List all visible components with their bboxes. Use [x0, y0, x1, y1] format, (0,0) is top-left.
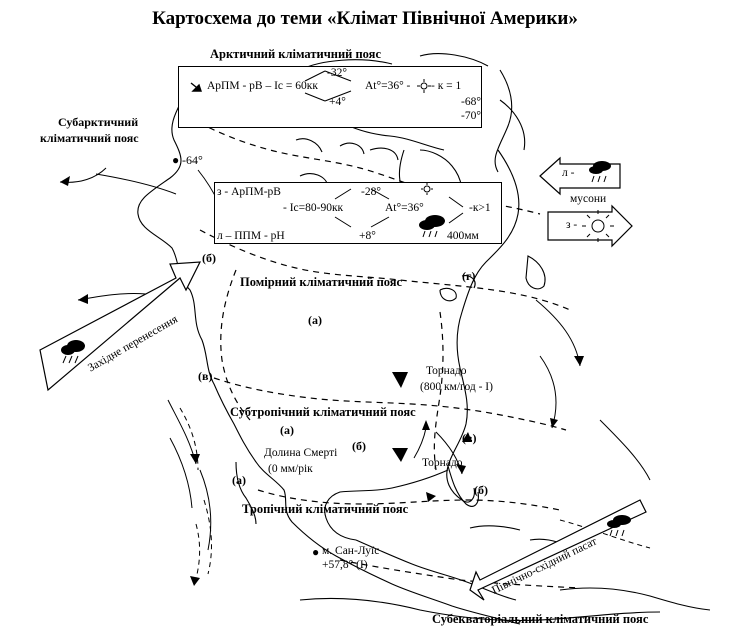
coastline-west — [137, 99, 521, 625]
rain-cloud-icon — [589, 161, 611, 183]
region-v-east: (в) — [462, 431, 477, 445]
belt-subarctic-1: Субарктичний — [58, 115, 139, 129]
current-10 — [599, 419, 651, 481]
region-a-tropical: (а) — [232, 473, 246, 487]
caribbean-south — [559, 587, 711, 611]
arctic-temp-high: -32° — [327, 67, 347, 79]
temperate-summer: л – ППМ - рН — [217, 230, 285, 242]
region-a-temperate: (а) — [308, 313, 322, 327]
westerlies-arrow — [39, 261, 202, 392]
boundary-tropical — [339, 559, 581, 589]
region-a-subtropical: (а) — [280, 423, 294, 437]
belt-arctic: Арктичний кліматичний пояс — [210, 47, 381, 61]
newfoundland — [525, 255, 546, 290]
tornado-speed: (800 км/год - І) — [420, 381, 493, 393]
region-b-east: (б) — [474, 483, 488, 497]
greenland — [494, 69, 513, 173]
monsoon-summer-label: л - — [562, 167, 575, 179]
region-divider-1 — [220, 269, 251, 421]
storm-cloud-icon — [61, 340, 85, 364]
dashed-current-3 — [193, 523, 201, 587]
temperate-precip: 400мм — [447, 230, 479, 242]
current-8 — [169, 437, 193, 509]
south-america — [299, 597, 661, 622]
belt-subequatorial: Субекваторіальний кліматичний пояс — [432, 612, 649, 626]
caribbean-islands — [469, 525, 567, 547]
tornado-icon — [392, 372, 408, 388]
arctic-info-box: АрПМ - рВ – Іс = 60кк -32° +4° Аt°=36° -… — [178, 66, 482, 128]
tornado-label-2: Торнадо — [422, 457, 463, 469]
arrowhead-4 — [574, 356, 584, 366]
tornado-label-1: Торнадо — [426, 365, 467, 377]
boundary-subarctic — [199, 229, 571, 311]
central-america — [355, 539, 517, 601]
temperate-amplitude: Аt°=36° — [385, 202, 424, 214]
great-lakes — [439, 275, 476, 302]
arctic-amplitude: Аt°=36° - — [365, 80, 411, 92]
current-1 — [95, 173, 177, 195]
boundary-subtropical — [257, 489, 561, 511]
current-9 — [199, 469, 212, 551]
temperate-temp-high: -28° — [361, 186, 381, 198]
gulf-coast — [324, 469, 449, 541]
arrowhead-10 — [426, 492, 436, 502]
monsoons-label: мусони — [570, 193, 607, 205]
arrowhead-8 — [456, 464, 466, 474]
tornado-arrow — [413, 427, 427, 459]
region-b-subtropical: (б) — [352, 439, 366, 453]
trade-storm-icon — [607, 515, 631, 537]
temperate-ic: - Іс=80-90кк — [283, 202, 344, 214]
arctic-islands — [295, 53, 526, 187]
arctic-t3: -70° — [461, 110, 481, 122]
temperate-k: -к>1 — [469, 202, 491, 214]
sun-icon — [582, 210, 614, 242]
region-divider-2 — [433, 311, 444, 471]
temperate-winter: з - АрПМ-рВ — [217, 186, 281, 198]
death-valley-precip: (0 мм/рік — [268, 463, 313, 475]
tornado-icon-2 — [392, 448, 408, 462]
monsoon-winter-arrow — [547, 204, 633, 248]
region-v-west: (в) — [198, 369, 213, 383]
arrowhead-7 — [190, 576, 200, 586]
belt-subtropical: Субтропічний кліматичний пояс — [230, 405, 416, 419]
belt-temperate: Помірний кліматичний пояс — [240, 275, 403, 289]
dashed-current-2 — [203, 499, 212, 575]
cold-pole-temp: -64° — [182, 153, 203, 167]
san-luis-label: м. Сан-Луїс — [322, 545, 380, 557]
san-luis-point: ● — [312, 545, 320, 559]
temperate-temp-low: +8° — [359, 230, 376, 242]
florida — [447, 465, 479, 507]
coastline-east — [446, 149, 520, 503]
region-b-west: (б) — [202, 251, 216, 265]
arrowhead-9 — [462, 432, 472, 442]
temperate-info-box: з - АрПМ-рВ л – ППМ - рН - Іс=80-90кк -2… — [214, 182, 502, 244]
arctic-formula: АрПМ - рВ – Іс = 60кк — [207, 80, 318, 92]
arctic-temp-low: +4° — [329, 96, 346, 108]
arrowhead-6 — [190, 454, 200, 464]
arctic-k: - к = 1 — [431, 80, 462, 92]
death-valley-label: Долина Смерті — [264, 447, 338, 459]
belt-tropical: Тропічний кліматичний пояс — [242, 502, 409, 516]
cold-pole-point: ● — [172, 153, 180, 167]
dashed-current-4 — [559, 519, 651, 549]
monsoon-winter-label: з - — [566, 219, 578, 231]
san-luis-temp: +57,8° (І) — [322, 559, 368, 571]
arrowhead-5 — [550, 418, 558, 428]
boundary-temperate — [213, 377, 567, 431]
belt-subarctic-2: кліматичний пояс — [40, 131, 139, 145]
map-title: Картосхема до теми «Клімат Північної Аме… — [152, 8, 578, 29]
arctic-t2: -68° — [461, 96, 481, 108]
current-6 — [539, 355, 557, 429]
arrowhead-1 — [60, 176, 70, 186]
region-g: (г) — [462, 269, 476, 283]
arrowhead-2 — [78, 294, 88, 304]
baja — [235, 461, 257, 525]
current-5 — [535, 299, 581, 367]
